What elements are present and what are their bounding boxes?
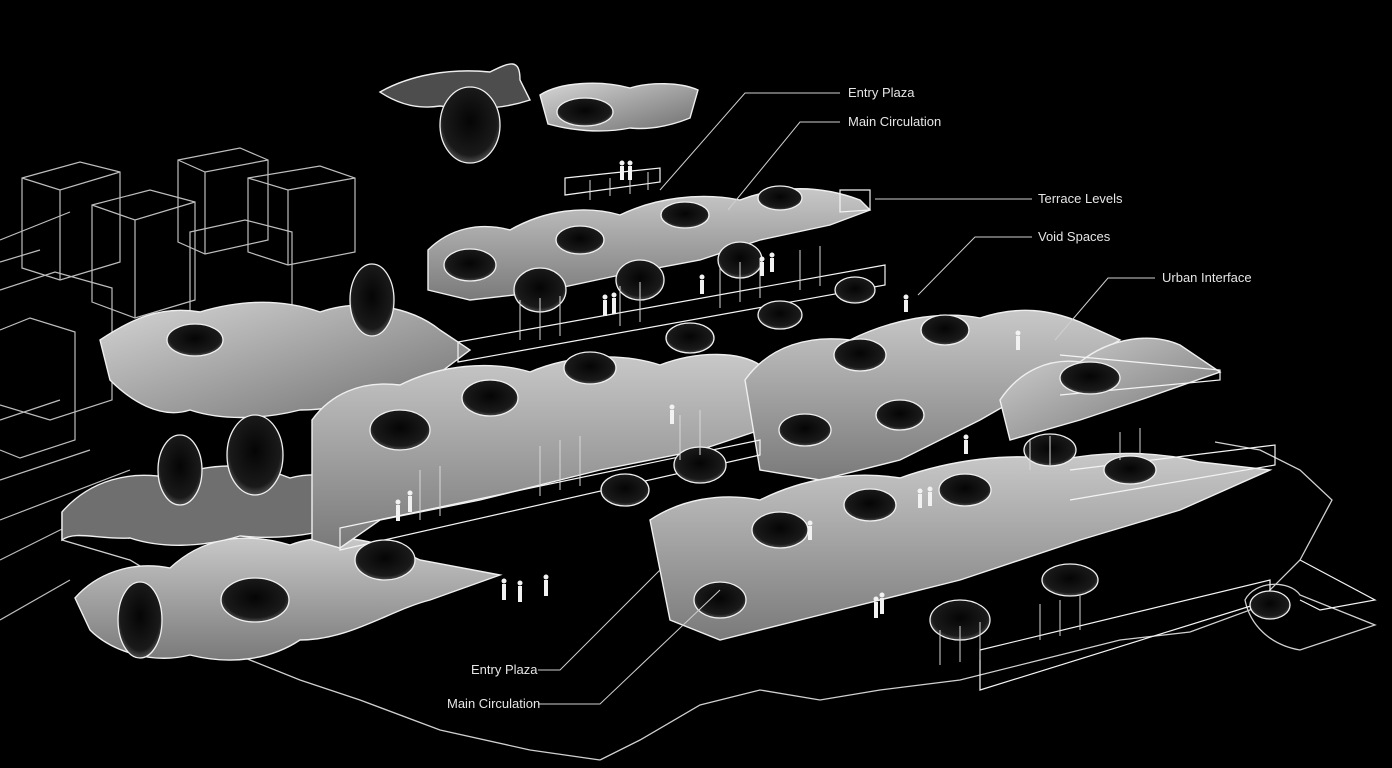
slab-roof-left: [378, 63, 531, 110]
person-figure: [395, 499, 401, 521]
slab-right-lower: [649, 452, 1273, 641]
leader-lines: [538, 92, 1155, 705]
person-figure: [903, 294, 909, 312]
person-figure: [769, 252, 775, 272]
label-urban-interface: Urban Interface: [1162, 270, 1252, 285]
label-entry-plaza-top: Entry Plaza: [848, 85, 915, 100]
person-figure: [543, 574, 549, 596]
person-figure: [1015, 330, 1021, 350]
glazing-mullions: [419, 172, 1141, 665]
person-figure: [879, 592, 885, 614]
person-figure: [517, 580, 523, 602]
person-figure: [699, 274, 705, 294]
person-figure: [627, 160, 633, 180]
person-figure: [611, 292, 617, 314]
leader-entry-plaza-top: [659, 92, 840, 191]
leader-main-circulation-top: [727, 121, 840, 211]
leader-urban-interface: [1054, 277, 1155, 341]
person-figure: [873, 596, 879, 618]
person-figure: [619, 160, 625, 180]
person-figure: [602, 294, 608, 316]
label-main-circulation-top: Main Circulation: [848, 114, 942, 129]
void-openings: [117, 86, 1291, 659]
leader-main-circulation-bottom: [538, 589, 721, 705]
leader-entry-plaza-bottom: [538, 569, 661, 671]
person-figure: [917, 488, 923, 508]
leader-void-spaces: [917, 236, 1032, 296]
person-figure: [669, 404, 675, 424]
slab-tier-1: [311, 353, 761, 549]
site-ground-outline: [61, 441, 1377, 761]
person-figure: [501, 578, 507, 600]
person-figure: [963, 434, 969, 454]
label-main-circulation-bottom: Main Circulation: [447, 696, 541, 711]
person-figure: [807, 520, 813, 540]
person-figure: [759, 256, 765, 276]
label-void-spaces: Void Spaces: [1038, 229, 1111, 244]
label-terrace-levels: Terrace Levels: [1038, 191, 1123, 206]
person-figure: [407, 490, 413, 512]
people-figures: [395, 160, 1021, 618]
label-entry-plaza-bottom: Entry Plaza: [471, 662, 538, 677]
person-figure: [927, 486, 933, 506]
